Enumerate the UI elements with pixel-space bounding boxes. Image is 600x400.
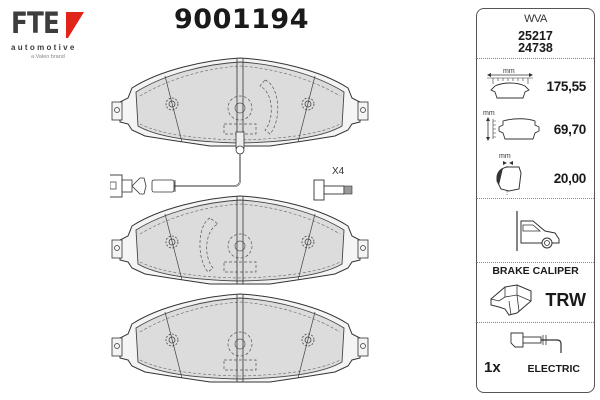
- wear-indicator-section: 1x ELECTRIC: [477, 323, 594, 394]
- fte-logo: FTE automotive a Valeo brand: [8, 6, 98, 60]
- bolt-icon: X4: [313, 166, 353, 201]
- pad-1: [110, 57, 369, 198]
- thickness-measure-icon: mm: [496, 153, 522, 195]
- wva-number-1: 25217: [518, 29, 553, 43]
- spec-panel: WVA 25217 24738 mm 175,55 mm 69,70 mm: [476, 8, 595, 393]
- height-value: 69,70: [553, 122, 587, 137]
- width-measure-icon: mm: [487, 68, 533, 99]
- logo-subtitle: a Valeo brand: [31, 54, 65, 60]
- svg-text:mm: mm: [499, 153, 511, 160]
- pad-3: [111, 293, 369, 383]
- wva-label: WVA: [524, 13, 547, 25]
- wear-indicator-quantity: 1x: [484, 359, 501, 376]
- front-axle-car-icon: [516, 211, 560, 251]
- caliper-label: BRAKE CALIPER: [492, 265, 579, 277]
- part-number: 9001194: [174, 4, 310, 35]
- width-value: 175,55: [546, 79, 587, 94]
- bolt-quantity-label: X4: [332, 166, 345, 177]
- dimensions-section: mm 175,55 mm 69,70 mm 20,00: [477, 59, 594, 199]
- wear-sensor-icon: [510, 332, 562, 353]
- svg-text:mm: mm: [503, 68, 515, 75]
- wear-indicator-type: ELECTRIC: [527, 363, 581, 375]
- pad-2: [111, 195, 369, 285]
- caliper-brand: TRW: [545, 290, 586, 310]
- wva-number-2: 24738: [518, 41, 553, 55]
- bolt-detail: X4: [300, 160, 360, 215]
- brake-caliper-icon: [490, 284, 532, 316]
- svg-text:mm: mm: [483, 110, 495, 117]
- wva-section: WVA 25217 24738: [477, 9, 594, 59]
- logo-tagline: automotive: [11, 43, 77, 52]
- brake-pad-drawing: [110, 57, 369, 383]
- logo-wordmark: FTE: [11, 6, 60, 40]
- logo-red-mark-icon: [66, 12, 84, 38]
- thickness-value: 20,00: [553, 171, 587, 186]
- axle-section: [477, 199, 594, 263]
- caliper-section: BRAKE CALIPER TRW: [477, 263, 594, 323]
- height-measure-icon: mm: [483, 110, 540, 141]
